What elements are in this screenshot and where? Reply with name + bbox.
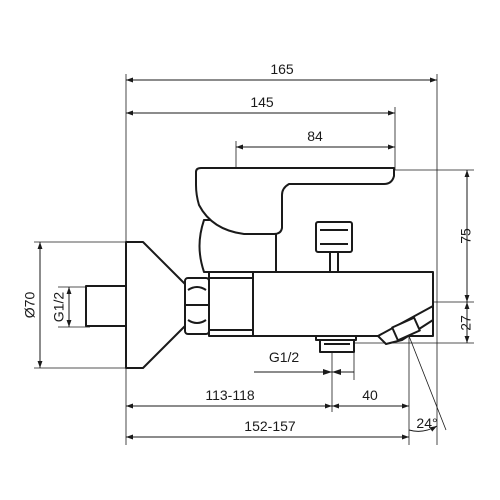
- spout-aerator: [391, 316, 421, 342]
- label-wall-to-outlet: 113-118: [205, 387, 255, 403]
- label-flange-diameter: Ø70: [22, 292, 38, 319]
- faucet-outline: [85, 167, 434, 369]
- dim-arc-spout-angle: [408, 425, 438, 432]
- label-outlet-to-spout: 40: [362, 387, 378, 403]
- inlet-pipe: [85, 285, 127, 327]
- dimension-lines: [37, 77, 470, 440]
- lever-handle: [195, 167, 395, 235]
- outlet-fitting: [319, 339, 355, 353]
- label-outlet-thread: G1/2: [269, 349, 300, 365]
- label-wall-to-spout: 152-157: [244, 418, 296, 434]
- dimension-labels: 165 145 84 75 27 Ø70 G1/2 G1/2 113-118 4…: [22, 61, 474, 434]
- label-overall-width: 165: [270, 61, 294, 77]
- diverter-knob: [315, 221, 353, 253]
- extension-lines: [34, 74, 474, 445]
- label-height-spout: 27: [458, 315, 474, 331]
- wall-flange: [125, 241, 186, 369]
- label-height-lever: 75: [458, 228, 474, 244]
- diverter-stem: [329, 251, 339, 273]
- label-inlet-thread: G1/2: [51, 292, 67, 323]
- label-body-width: 145: [250, 94, 274, 110]
- label-lever-length: 84: [307, 128, 323, 144]
- label-spout-angle: 24°: [416, 415, 437, 431]
